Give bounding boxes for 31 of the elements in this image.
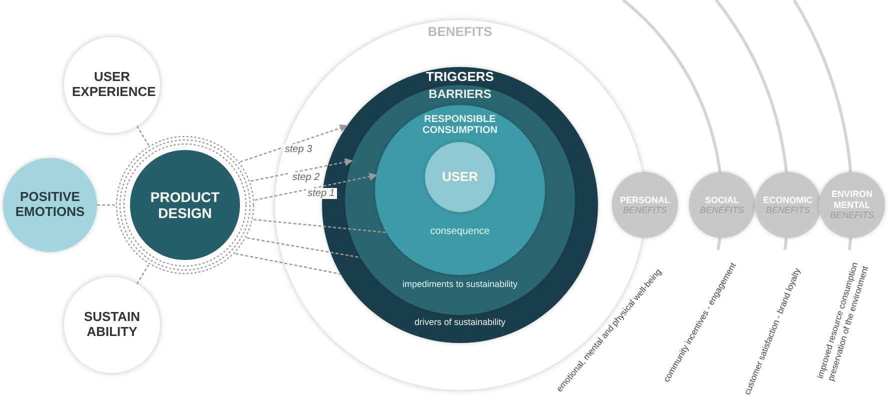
- connector-line: [136, 126, 150, 146]
- ring-title: TRIGGERS: [425, 70, 495, 84]
- connector-line: [97, 204, 115, 206]
- benefit-circle: [689, 172, 755, 238]
- benefit-circle: [755, 172, 821, 238]
- circle-title: SUSTAIN ABILITY: [82, 310, 142, 340]
- circle-title: PRODUCT DESIGN: [149, 188, 221, 222]
- ring-title: RESPONSIBLE CONSUMPTION: [422, 114, 498, 136]
- topic-circle: [64, 277, 160, 373]
- ring-title: BENEFITS: [426, 25, 494, 40]
- edge-label: step 3: [282, 144, 314, 156]
- ring-caption: impediments to sustainability: [401, 280, 519, 290]
- connector-line: [136, 264, 150, 284]
- connector-line: [246, 237, 361, 258]
- ring-caption: drivers of sustainability: [413, 318, 507, 328]
- benefit-circle: [612, 172, 678, 238]
- benefit-circle: [819, 172, 885, 238]
- edge-label: step 2: [290, 172, 322, 183]
- circle-title: USER: [440, 170, 480, 184]
- arrow: [250, 158, 353, 182]
- user-circle: [425, 142, 495, 212]
- circle-title: POSITIVE EMOTIONS: [14, 190, 86, 220]
- ring-caption: consequence: [429, 226, 491, 237]
- arrow: [254, 172, 378, 201]
- connector-line: [235, 252, 341, 275]
- topic-circle: [64, 37, 160, 133]
- product-design-circle: [115, 135, 255, 275]
- arrow: [240, 124, 348, 163]
- edge-label: step 1: [306, 188, 337, 200]
- connector-line: [253, 218, 386, 234]
- ring-title: BARRIERS: [428, 88, 492, 102]
